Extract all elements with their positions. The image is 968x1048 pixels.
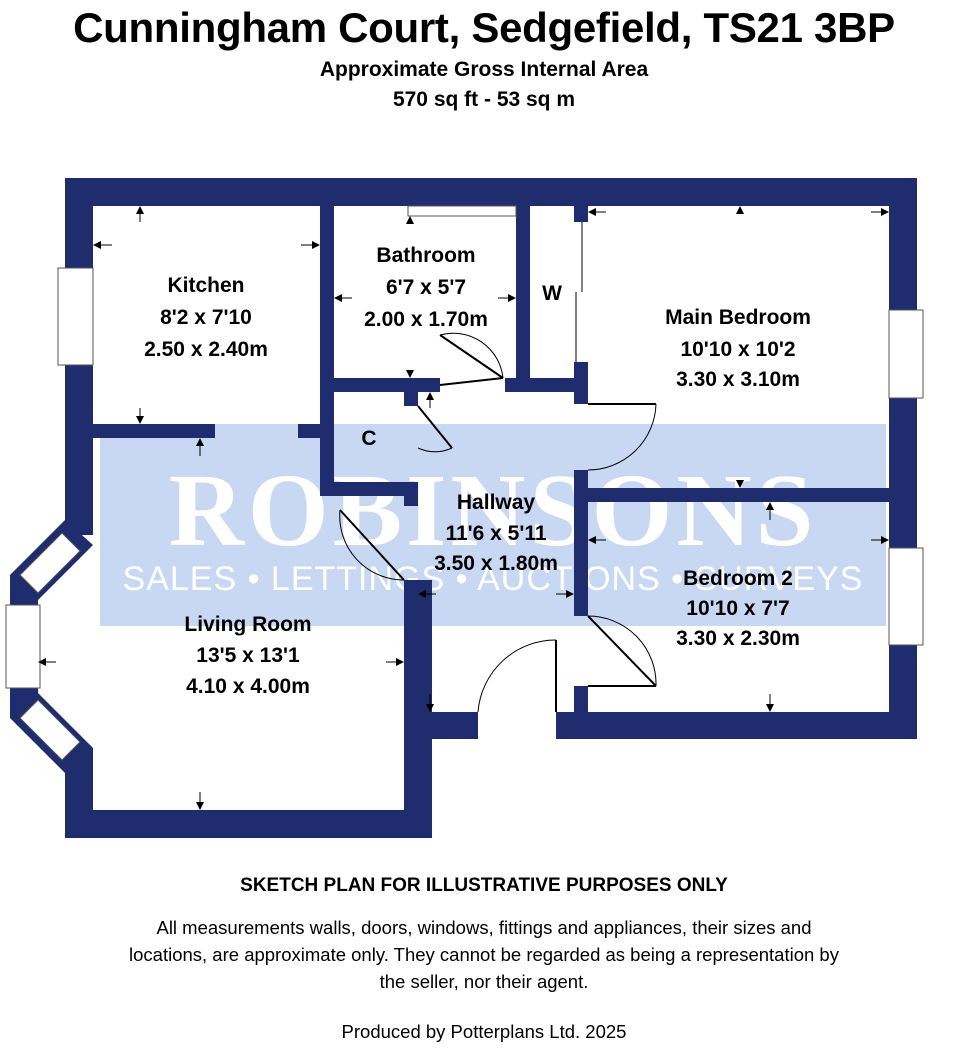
measurement-arrows	[38, 206, 889, 810]
room-main-bedroom-name: Main Bedroom	[665, 306, 811, 329]
room-bedroom-2-metric: 3.30 x 2.30m	[676, 627, 800, 650]
wall-left-upper	[65, 178, 93, 268]
wall-hall-bottom-left	[404, 712, 478, 739]
wall-wardrobe-bed-top	[574, 206, 588, 222]
measurement-lines	[46, 211, 881, 802]
room-bedroom-2-imperial: 10'10 x 7'7	[686, 597, 789, 620]
wardrobe-doors	[575, 222, 583, 362]
window-bay-upper	[19, 532, 81, 594]
wall-bottom-living	[65, 810, 432, 838]
doors	[339, 332, 657, 713]
wall-kitchen-living-left	[93, 424, 215, 438]
window-bay-left	[5, 604, 41, 689]
room-hallway-name: Hallway	[457, 491, 536, 514]
room-wardrobe-name: W	[542, 282, 562, 305]
window-main-bedroom	[888, 309, 924, 399]
windows	[5, 205, 924, 761]
window-kitchen	[57, 267, 94, 366]
producer-credit: Produced by Potterplans Ltd. 2025	[341, 1021, 627, 1042]
area-value: 570 sq ft - 53 sq m	[392, 88, 576, 111]
wall-hall-bed2-top	[574, 470, 588, 616]
wall-right-lower	[889, 645, 917, 739]
room-bathroom-metric: 2.00 x 1.70m	[364, 308, 488, 331]
room-hallway-imperial: 11'6 x 5'11	[445, 522, 546, 545]
wall-hall-bed2-bottom	[574, 686, 588, 739]
window-bedroom-2	[888, 547, 924, 646]
disclaimer-heading: SKETCH PLAN FOR ILLUSTRATIVE PURPOSES ON…	[240, 875, 728, 896]
page-title: Cunningham Court, Sedgefield, TS21 3BP	[73, 4, 895, 51]
room-living-room-metric: 4.10 x 4.00m	[186, 675, 310, 698]
wall-bath-wardrobe	[516, 206, 530, 392]
room-kitchen-metric: 2.50 x 2.40m	[144, 338, 268, 361]
wall-left-middle	[65, 365, 93, 535]
room-bathroom-imperial: 6'7 x 5'7	[386, 276, 466, 299]
wall-cupboard-bottom	[320, 482, 418, 496]
disclaimer-text: All measurements walls, doors, windows, …	[129, 917, 839, 992]
room-living-room-imperial: 13'5 x 13'1	[196, 644, 300, 667]
wall-right-upper	[889, 178, 917, 310]
window-bathroom	[407, 205, 517, 217]
room-bedroom-2-name: Bedroom 2	[683, 567, 793, 590]
room-labels: Kitchen 8'2 x 7'10 2.50 x 2.40m Bathroom…	[144, 244, 811, 698]
wall-bed-divider	[574, 488, 917, 502]
room-cupboard-name: C	[361, 427, 376, 450]
room-main-bedroom-metric: 3.30 x 3.10m	[676, 368, 800, 391]
wall-bath-bottom-left	[320, 378, 440, 392]
wall-right-middle	[889, 398, 917, 548]
window-bay-lower	[19, 699, 81, 761]
door-front	[477, 639, 557, 713]
door-cupboard	[417, 405, 453, 453]
area-subtitle: Approximate Gross Internal Area	[319, 58, 649, 81]
wall-cupboard-right	[404, 482, 418, 506]
room-bathroom-name: Bathroom	[376, 244, 475, 267]
room-living-room-name: Living Room	[184, 613, 311, 636]
wall-kitchen-bath	[320, 206, 334, 496]
room-kitchen-imperial: 8'2 x 7'10	[160, 306, 252, 329]
door-living-room	[339, 509, 405, 581]
watermark-brand: ROBINSONS	[169, 453, 818, 568]
wall-top	[65, 178, 917, 206]
wall-cupboard-top-stub	[404, 392, 418, 406]
door-bedroom-2	[587, 615, 657, 687]
door-main-bedroom	[587, 403, 657, 471]
room-main-bedroom-imperial: 10'10 x 10'2	[680, 338, 795, 361]
wall-hall-bottom-right	[556, 712, 917, 739]
room-kitchen-name: Kitchen	[167, 274, 244, 297]
wall-living-right	[404, 580, 432, 838]
door-bathroom	[439, 332, 504, 386]
room-hallway-metric: 3.50 x 1.80m	[434, 552, 558, 575]
watermark-tagline: SALES • LETTINGS • AUCTIONS • SURVEYS	[123, 560, 864, 598]
watermark-band	[100, 424, 886, 626]
wall-wardrobe-bed-bottom	[574, 362, 588, 404]
